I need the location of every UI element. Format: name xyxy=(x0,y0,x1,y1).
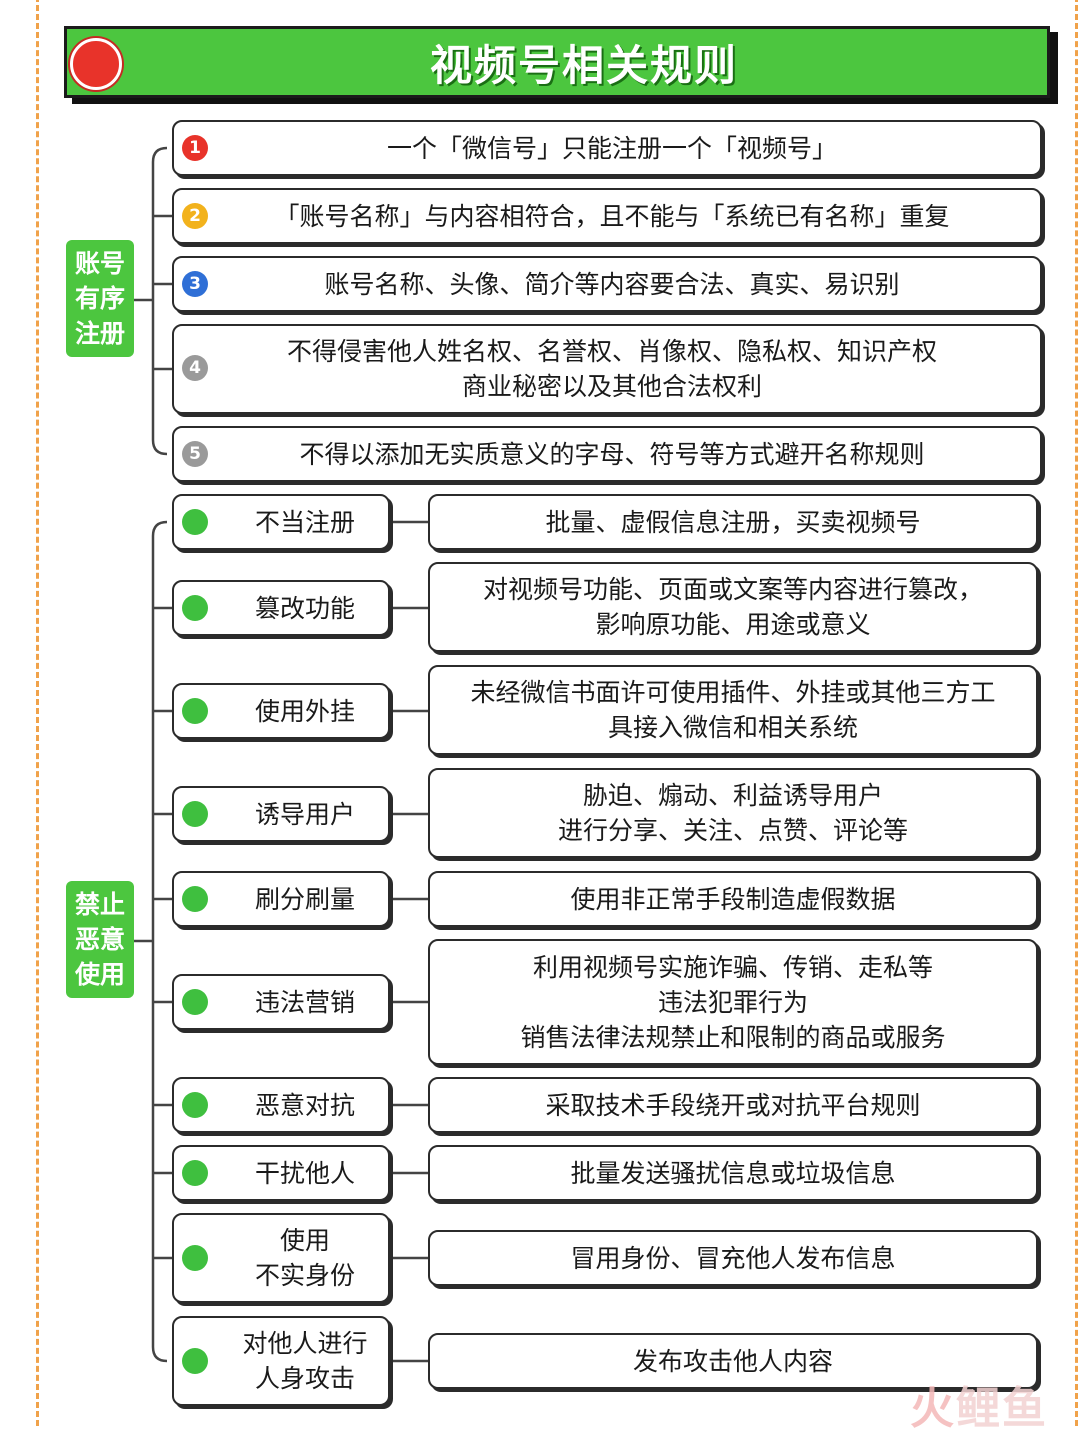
rule-box: 不得侵害他人姓名权、名誉权、肖像权、隐私权、知识产权 商业秘密以及其他合法权利 xyxy=(172,324,1042,414)
description-text: 批量发送骚扰信息或垃圾信息 xyxy=(570,1158,896,1188)
number-5-icon: 5 xyxy=(182,441,208,467)
green-dot-icon xyxy=(182,1092,208,1118)
green-dot-icon xyxy=(182,1245,208,1271)
description-text: 批量、虚假信息注册，买卖视频号 xyxy=(545,507,921,537)
category-label: 对他人进行 人身攻击 xyxy=(242,1329,368,1393)
rule-box: 不得以添加无实质意义的字母、符号等方式避开名称规则 xyxy=(172,426,1042,482)
description-text: 使用非正常手段制造虚假数据 xyxy=(570,884,896,914)
category-box: 恶意对抗 xyxy=(172,1077,390,1133)
red-dot-icon xyxy=(70,38,122,90)
rule-box: 一个「微信号」只能注册一个「视频号」 xyxy=(172,120,1042,176)
category-label: 诱导用户 xyxy=(254,799,355,829)
green-dot-icon xyxy=(182,1160,208,1186)
description-box: 使用非正常手段制造虚假数据 xyxy=(428,871,1038,927)
description-box: 批量、虚假信息注册，买卖视频号 xyxy=(428,494,1038,550)
rule-box: 「账号名称」与内容相符合，且不能与「系统已有名称」重复 xyxy=(172,188,1042,244)
rule-text: 不得侵害他人姓名权、名誉权、肖像权、隐私权、知识产权 商业秘密以及其他合法权利 xyxy=(286,337,937,401)
description-box: 采取技术手段绕开或对抗平台规则 xyxy=(428,1077,1038,1133)
category-box: 诱导用户 xyxy=(172,786,390,842)
section-label-registration: 账号 有序 注册 xyxy=(66,240,134,357)
description-text: 未经微信书面许可使用插件、外挂或其他三方工 具接入微信和相关系统 xyxy=(470,678,996,742)
number-1-icon: 1 xyxy=(182,135,208,161)
category-box: 刷分刷量 xyxy=(172,871,390,927)
green-dot-icon xyxy=(182,989,208,1015)
green-dot-icon xyxy=(182,509,208,535)
description-box: 冒用身份、冒充他人发布信息 xyxy=(428,1230,1038,1286)
description-box: 批量发送骚扰信息或垃圾信息 xyxy=(428,1145,1038,1201)
green-dot-icon xyxy=(182,698,208,724)
watermark-part1: 火 xyxy=(910,1383,956,1434)
category-label: 违法营销 xyxy=(254,987,355,1017)
title-bar xyxy=(64,26,1050,98)
description-text: 胁迫、煽动、利益诱导用户 进行分享、关注、点赞、评论等 xyxy=(557,781,908,845)
page-title: 视频号相关规则 xyxy=(429,40,738,90)
category-label: 使用 不实身份 xyxy=(254,1226,355,1290)
rule-text: 账号名称、头像、简介等内容要合法、真实、易识别 xyxy=(324,269,900,299)
rule-text: 「账号名称」与内容相符合，且不能与「系统已有名称」重复 xyxy=(274,201,950,231)
number-4-icon: 4 xyxy=(182,355,208,381)
description-text: 利用视频号实施诈骗、传销、走私等 违法犯罪行为 销售法律法规禁止和限制的商品或服… xyxy=(520,952,946,1052)
connector-bracket xyxy=(151,520,168,1363)
description-text: 采取技术手段绕开或对抗平台规则 xyxy=(545,1090,921,1120)
category-box: 违法营销 xyxy=(172,974,390,1030)
category-label: 恶意对抗 xyxy=(254,1090,355,1120)
category-label: 不当注册 xyxy=(254,507,355,537)
description-text: 发布攻击他人内容 xyxy=(632,1346,833,1376)
description-box: 胁迫、煽动、利益诱导用户 进行分享、关注、点赞、评论等 xyxy=(428,768,1038,858)
category-box: 篡改功能 xyxy=(172,580,390,636)
watermark-part2: 鲤鱼 xyxy=(956,1383,1048,1434)
green-dot-icon xyxy=(182,886,208,912)
description-box: 未经微信书面许可使用插件、外挂或其他三方工 具接入微信和相关系统 xyxy=(428,665,1038,755)
number-3-icon: 3 xyxy=(182,271,208,297)
rule-text: 不得以添加无实质意义的字母、符号等方式避开名称规则 xyxy=(299,439,925,469)
green-dot-icon xyxy=(182,595,208,621)
description-box: 发布攻击他人内容 xyxy=(428,1333,1038,1389)
description-text: 对视频号功能、页面或文案等内容进行篡改， 影响原功能、用途或意义 xyxy=(482,575,983,639)
connector-bracket xyxy=(151,146,168,456)
category-label: 干扰他人 xyxy=(254,1158,355,1188)
category-box: 使用 不实身份 xyxy=(172,1213,390,1303)
description-box: 对视频号功能、页面或文案等内容进行篡改， 影响原功能、用途或意义 xyxy=(428,562,1038,652)
watermark-logo: 火鲤鱼 xyxy=(910,1372,1048,1436)
section-label-malicious-use: 禁止 恶意 使用 xyxy=(66,881,134,998)
green-dot-icon xyxy=(182,1348,208,1374)
description-box: 利用视频号实施诈骗、传销、走私等 违法犯罪行为 销售法律法规禁止和限制的商品或服… xyxy=(428,939,1038,1065)
category-label: 篡改功能 xyxy=(254,593,355,623)
description-text: 冒用身份、冒充他人发布信息 xyxy=(570,1243,896,1273)
category-label: 使用外挂 xyxy=(254,696,355,726)
green-dot-icon xyxy=(182,801,208,827)
rule-box: 账号名称、头像、简介等内容要合法、真实、易识别 xyxy=(172,256,1042,312)
category-label: 刷分刷量 xyxy=(254,884,355,914)
category-box: 干扰他人 xyxy=(172,1145,390,1201)
category-box: 不当注册 xyxy=(172,494,390,550)
rule-text: 一个「微信号」只能注册一个「视频号」 xyxy=(386,133,837,163)
category-box: 使用外挂 xyxy=(172,683,390,739)
number-2-icon: 2 xyxy=(182,203,208,229)
category-box: 对他人进行 人身攻击 xyxy=(172,1316,390,1406)
